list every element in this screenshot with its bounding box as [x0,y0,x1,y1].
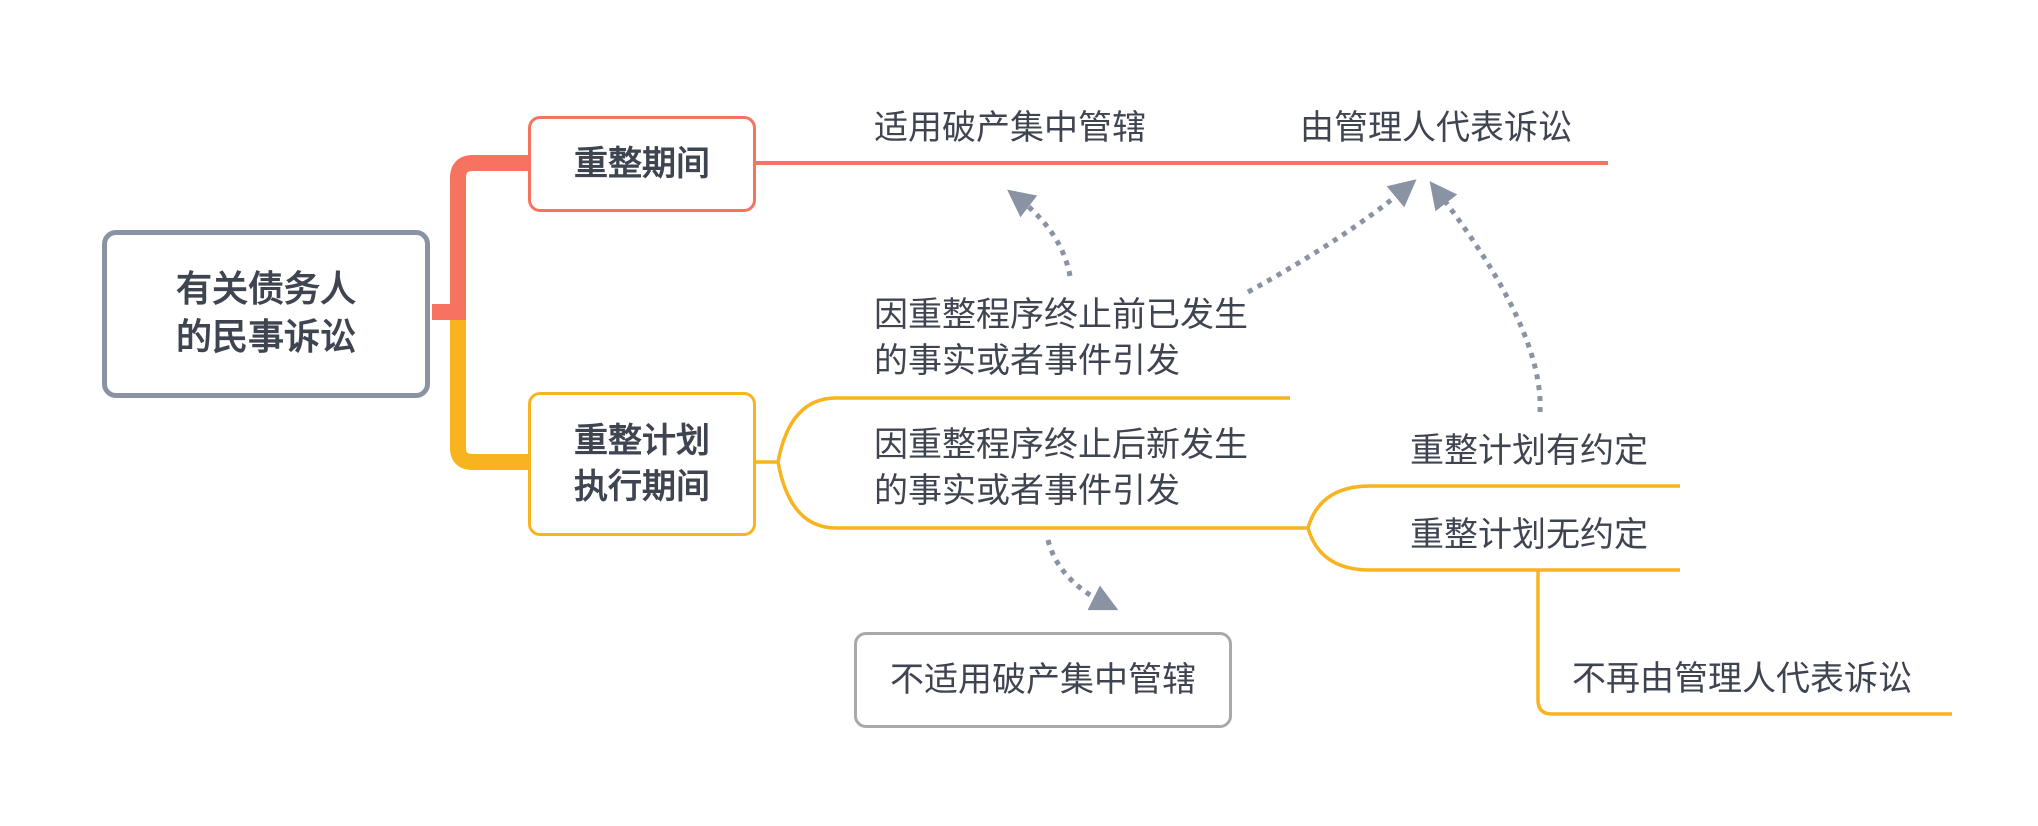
plan-execution-node: 重整计划 执行期间 [528,392,756,536]
arrow-agreed-to-representation [1429,181,1543,413]
case-before-line1: 因重整程序终止前已发生 [874,295,1248,335]
arrow-before-to-representation [1246,179,1417,295]
root-label-line2: 的民事诉讼 [175,317,356,358]
case-after-line1: 因重整程序终止后新发生 [874,425,1248,465]
case-before-termination: 因重整程序终止前已发生 的事实或者事件引发 [874,292,1248,384]
root-label-line1: 有关债务人 [175,269,356,310]
yellow-fork-after [776,461,1308,530]
plan-execution-label-line1: 重整计划 [574,421,710,461]
case-after-termination: 因重整程序终止后新发生 的事实或者事件引发 [874,422,1248,514]
yellow-fork-before [755,396,1290,464]
no-jurisdiction-node: 不适用破产集中管辖 [854,632,1232,728]
no-jurisdiction-label: 不适用破产集中管辖 [890,660,1196,700]
topic-jurisdiction: 适用破产集中管辖 [874,108,1146,148]
yellow-fork-agreed [1306,484,1680,529]
yellow-not-agreed-result [1536,570,1952,716]
topic-representation: 由管理人代表诉讼 [1300,108,1572,148]
result-no-manager: 不再由管理人代表诉讼 [1572,659,1912,699]
case-after-line2: 的事实或者事件引发 [874,471,1180,511]
arrow-before-to-jurisdiction [1007,189,1073,277]
plan-execution-label-line2: 执行期间 [574,467,710,507]
case-before-line2: 的事实或者事件引发 [874,341,1180,381]
plan-not-agreed: 重整计划无约定 [1410,515,1648,555]
trunk-yellow [450,320,528,470]
arrow-after-to-no-jurisdiction [1045,539,1119,611]
root-node: 有关债务人 的民事诉讼 [102,230,430,398]
plan-agreed: 重整计划有约定 [1410,431,1648,471]
reorg-period-label: 重整期间 [574,144,710,184]
yellow-fork-not-agreed [1306,527,1680,572]
reorg-period-node: 重整期间 [528,116,756,212]
trunk-red [450,155,528,320]
